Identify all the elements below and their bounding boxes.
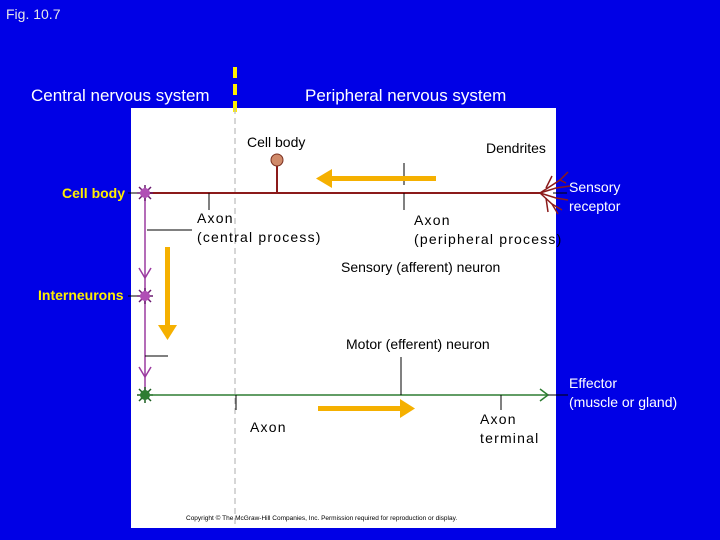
sensory-receptor-label: Sensory receptor: [569, 179, 621, 214]
copyright-notice: Copyright © The McGraw-Hill Companies, I…: [186, 515, 458, 522]
axon-motor-label: Axon: [173, 356, 210, 372]
sensory-neuron-label: Sensory (afferent) neuron: [341, 259, 501, 275]
interneuron-terminal-upper: [138, 267, 152, 280]
interneuron-cell-body: [137, 288, 153, 304]
interneurons-label: Interneurons: [38, 287, 124, 303]
leader-lines: [128, 163, 568, 410]
interneuron-arrow-shaft: [165, 247, 170, 327]
sensory-arrow-head: [316, 169, 332, 188]
dendrites-label: Dendrites: [486, 140, 546, 156]
cell-body-left-label: Cell body: [62, 185, 126, 201]
sensory-cell-body-star: [137, 185, 153, 201]
effector-label: Effector (muscle or gland): [569, 375, 678, 410]
sensory-cell-body-soma: [270, 153, 284, 167]
sensory-arrow-shaft: [330, 176, 436, 181]
axon-lower-label: Axon: [250, 419, 287, 435]
motor-arrow-shaft: [318, 406, 402, 411]
pns-label: Peripheral nervous system: [305, 86, 507, 105]
interneuron-arrow-head: [158, 325, 177, 340]
axon-terminal-label: Axon terminal: [480, 411, 540, 446]
direction-arrows: [158, 169, 436, 418]
axon-central-label: Axon (central process): [197, 210, 322, 245]
axon-peripheral-label: Axon (peripheral process): [414, 212, 563, 247]
motor-arrow-head: [400, 399, 415, 418]
sensory-receptor-branches: [539, 171, 571, 215]
cns-label: Central nervous system: [31, 86, 210, 105]
cell-body-label: Cell body: [247, 134, 306, 150]
interneuron-terminal-lower: [138, 366, 152, 379]
motor-neuron-label: Motor (efferent) neuron: [346, 336, 490, 352]
figure-label: Fig. 10.7: [6, 6, 61, 22]
